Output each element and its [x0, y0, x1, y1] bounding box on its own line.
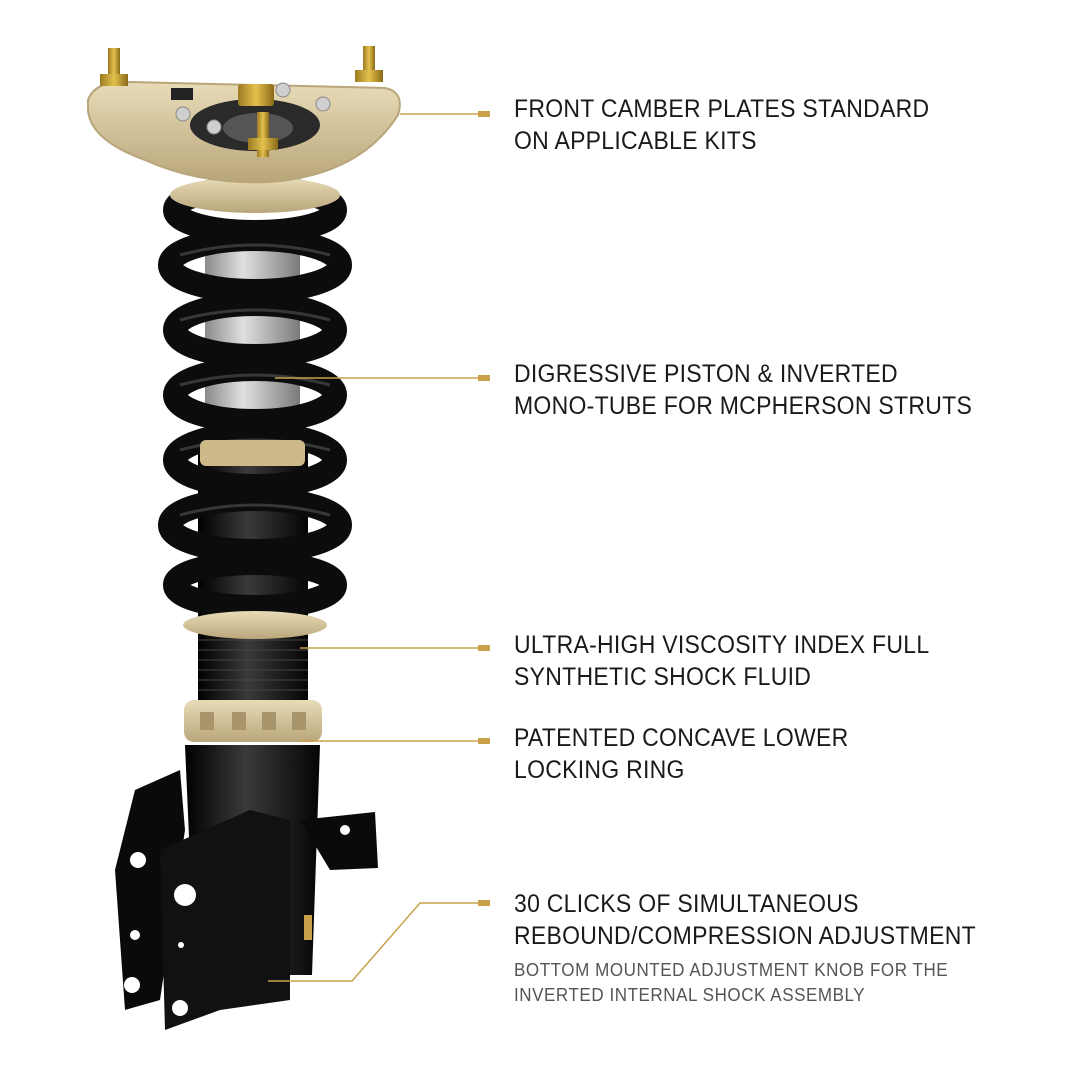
callout-subtext: INVERTED INTERNAL SHOCK ASSEMBLY [514, 984, 866, 1005]
callout-marker-1 [478, 111, 490, 117]
callout-adjustment-clicks: 30 CLICKS OF SIMULTANEOUS REBOUND/COMPRE… [514, 888, 976, 952]
callout-marker-4 [478, 738, 490, 744]
callout-camber-plates: FRONT CAMBER PLATES STANDARD ON APPLICAB… [514, 93, 929, 157]
callout-adjustment-subtext: BOTTOM MOUNTED ADJUSTMENT KNOB FOR THE I… [514, 957, 948, 1007]
callout-digressive-piston: DIGRESSIVE PISTON & INVERTED MONO-TUBE F… [514, 358, 972, 422]
callout-text: REBOUND/COMPRESSION ADJUSTMENT [514, 922, 976, 950]
spring-perch [183, 611, 327, 639]
callout-text: FRONT CAMBER PLATES STANDARD [514, 95, 930, 123]
coilover-illustration [87, 46, 401, 1030]
callout-text: MONO-TUBE FOR MCPHERSON STRUTS [514, 392, 973, 420]
callout-marker-3 [478, 645, 490, 651]
callout-text: ULTRA-HIGH VISCOSITY INDEX FULL [514, 631, 930, 659]
callout-subtext: BOTTOM MOUNTED ADJUSTMENT KNOB FOR THE [514, 959, 949, 980]
mounting-studs [100, 46, 383, 157]
callout-shock-fluid: ULTRA-HIGH VISCOSITY INDEX FULL SYNTHETI… [514, 629, 929, 693]
callout-text: DIGRESSIVE PISTON & INVERTED [514, 360, 898, 388]
strut-mount-bracket [115, 770, 185, 1010]
lower-locking-ring [184, 700, 322, 742]
callout-text: ON APPLICABLE KITS [514, 127, 757, 155]
callout-marker-2 [478, 375, 490, 381]
callout-text: PATENTED CONCAVE LOWER [514, 724, 849, 752]
callout-text: SYNTHETIC SHOCK FLUID [514, 663, 812, 691]
callout-marker-5 [478, 900, 490, 906]
upper-spring-seat [170, 177, 340, 213]
callout-text: 30 CLICKS OF SIMULTANEOUS [514, 890, 859, 918]
callout-text: LOCKING RING [514, 756, 685, 784]
callout-locking-ring: PATENTED CONCAVE LOWER LOCKING RING [514, 722, 849, 786]
plate-tag [171, 88, 193, 100]
